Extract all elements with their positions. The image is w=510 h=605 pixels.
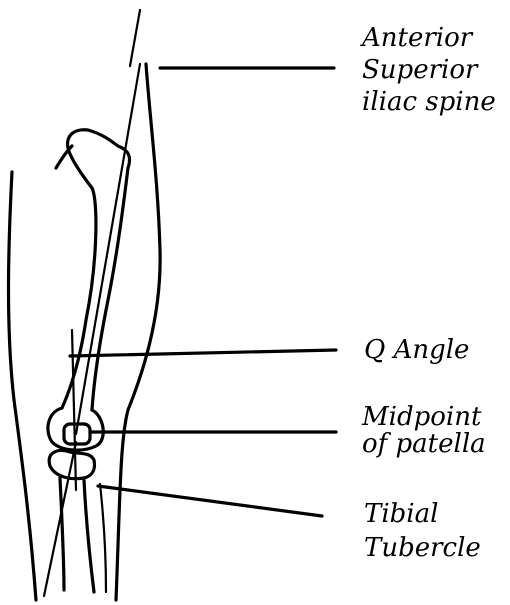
midpoint-label-line2: of patella: [362, 429, 486, 459]
q-angle-label-line1: Q Angle: [364, 335, 469, 365]
midpoint-label: Midpoint of patella: [361, 402, 486, 459]
tibial-label-line2: Tubercle: [364, 533, 481, 563]
asis-label-line1: Anterior: [360, 23, 474, 53]
tibial-label-line1: Tibial: [364, 499, 438, 529]
femur-bone: [48, 130, 130, 450]
asis-label-line2: Superior: [362, 55, 479, 85]
leg-outline-left: [9, 172, 37, 600]
tibial-label: Tibial Tubercle: [364, 499, 481, 563]
q-angle-label: Q Angle: [364, 335, 469, 365]
asis-to-patella-line: [76, 64, 140, 434]
leg-outline-right: [116, 64, 160, 600]
asis-label-line3: iliac spine: [362, 87, 496, 117]
tibial-leader: [98, 486, 322, 516]
q-angle-leader: [70, 350, 336, 356]
asis-projection-line: [130, 10, 140, 66]
tibia-bone: [49, 451, 106, 592]
asis-label: Anterior Superior iliac spine: [360, 23, 496, 117]
midpoint-label-line1: Midpoint: [361, 402, 482, 432]
patella-to-tubercle-line: [72, 330, 76, 490]
